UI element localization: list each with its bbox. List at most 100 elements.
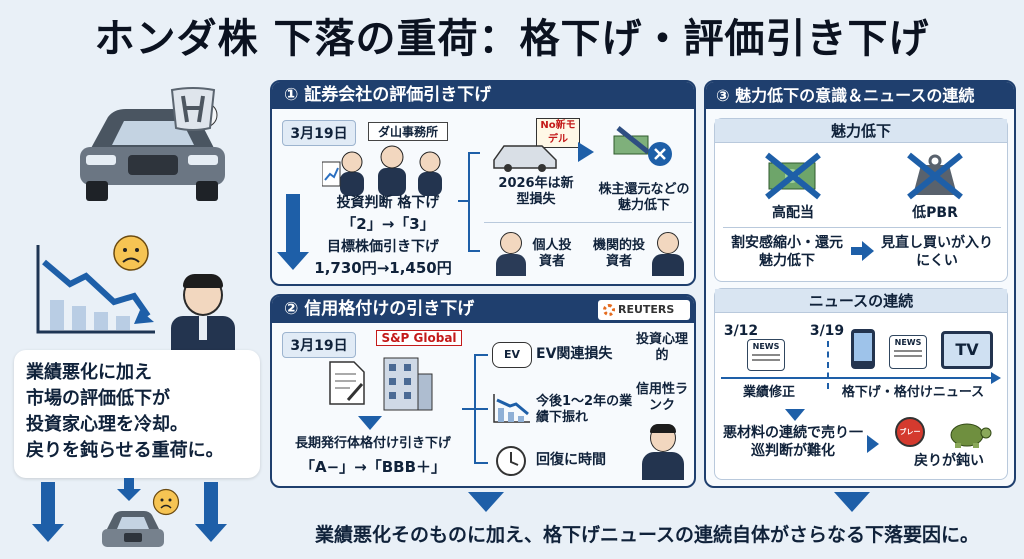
summary-line: 業績悪化に加え [26, 362, 152, 383]
bar-decline-icon [492, 392, 532, 424]
rating-change: 「A−」→「BBB＋」 [299, 458, 447, 476]
high-dividend-label: 高配当 [772, 205, 814, 221]
right-arrow [578, 142, 594, 162]
earnings-text: 今後1～2年の業績下振れ [536, 394, 633, 426]
separator [723, 227, 1001, 228]
subheading: 魅力低下 [715, 119, 1007, 143]
office-sign: ダ山事務所 [368, 122, 448, 141]
bracket-line [474, 408, 488, 410]
footer-text: 業績悪化そのものに加え、格下げニュースの連続自体がさらなる下落要因に。 [314, 524, 980, 546]
down-arrow-head [277, 252, 309, 270]
down-arrow [286, 194, 300, 254]
news-label: NEWS [894, 338, 922, 347]
slow-recovery-text: 戻りが鈍い [914, 453, 984, 469]
bracket-line [474, 462, 488, 464]
worried-face-icon [112, 234, 150, 272]
worried-investor-illustration [165, 272, 245, 352]
individual-investor-icon [494, 232, 528, 276]
subheading: ニュースの連続 [715, 289, 1007, 313]
attractiveness-box: 魅力低下 高配当 低PBR 割安感縮小・還元魅力低下 見直し買いが入りにくい [714, 118, 1008, 282]
ev-badge: EV [503, 348, 521, 361]
bracket-line [468, 152, 470, 252]
panel-attractiveness-news: ③ 魅力低下の意識＆ニュースの連続 魅力低下 高配当 低PBR 割安感縮小・還元… [704, 80, 1016, 488]
down-arrow [204, 482, 218, 526]
car-outline-icon [490, 138, 562, 172]
building-icon [380, 350, 434, 412]
cash-crossed-icon [763, 151, 823, 201]
analysts-illustration [321, 142, 462, 198]
turtle-icon [943, 415, 993, 449]
page-title: ホンダ株 下落の重荷：格下げ・評価引き下げ [94, 16, 930, 62]
credit-text: 信用性ランク [635, 382, 688, 414]
brake-button-icon: ブレーキ [895, 417, 925, 462]
right-arrow-head [862, 241, 874, 261]
psych-text: 投資心理的 [635, 332, 688, 364]
bracket-line [458, 200, 470, 202]
down-arrow-head [468, 492, 504, 512]
bracket-line [462, 408, 476, 410]
down-arrow [41, 482, 55, 526]
right-arrow [851, 247, 863, 255]
smartphone-icon [851, 329, 875, 369]
loss-text: 2026年は新型損失 [498, 176, 574, 208]
timeline-left-label: 業績修正 [742, 385, 795, 400]
summary-line: 市場の評価低下が [26, 388, 170, 409]
down-arrow [124, 478, 134, 490]
reuters-text: REUTERS [618, 303, 675, 316]
document-icon [328, 360, 366, 406]
down-arrow-head [358, 416, 382, 430]
hard-to-buy-text: 見直し買いが入りにくい [881, 235, 993, 269]
date-tag: 3月19日 [282, 120, 356, 146]
worried-face-small-icon [152, 488, 180, 516]
target-label: 目標株価引き下げ [327, 239, 439, 255]
reuters-logo: REUTERS [598, 300, 690, 320]
bracket-line [468, 250, 480, 252]
date-tag: 3月19日 [282, 332, 356, 358]
recovery-text: 回復に時間 [536, 452, 606, 468]
rating-change: 「2」→「3」 [341, 215, 435, 233]
panel-heading: ③ 魅力低下の意識＆ニュースの連続 [706, 82, 1014, 109]
bracket-line [468, 152, 480, 154]
down-arrow-head [785, 409, 805, 421]
timeline-line [721, 377, 993, 379]
institutional-investor-icon [650, 232, 686, 276]
newspaper-icon: NEWS [889, 335, 927, 369]
summary-line: 投資家心理を冷却。 [26, 414, 188, 435]
shareholder-return-icon [608, 122, 676, 170]
panel-credit-downgrade: ② 信用格付けの引き下げ REUTERS 3月19日 S&P Global 長期… [270, 294, 696, 488]
summary-line: 戻りを鈍らせる重荷に。 [26, 440, 224, 461]
timeline-right-label: 格下げ・格付けニュース [841, 385, 985, 400]
tv-icon: TV [941, 331, 993, 369]
bracket-line [474, 354, 488, 356]
news-label: NEWS [752, 342, 780, 351]
institutional-label: 機関的投資者 [592, 238, 645, 270]
ev-car-icon: EV [492, 342, 532, 368]
worried-man-icon [640, 424, 686, 480]
down-arrow-head [32, 524, 64, 542]
small-car-icon [98, 505, 168, 555]
individual-label: 個人投資者 [532, 238, 572, 270]
timeline-arrow-head [991, 372, 1001, 384]
down-arrow-head [834, 492, 870, 512]
low-pbr-label: 低PBR [912, 205, 958, 221]
agency-name: S&P Global [376, 330, 462, 346]
decline-chart-icon [30, 240, 160, 340]
date-label: 3/19 [809, 323, 845, 339]
summary-box: 業績悪化に加え 市場の評価低下が 投資家心理を冷却。 戻りを鈍らせる重荷に。 [14, 350, 260, 478]
no-model-sign: No新モデル [536, 118, 580, 148]
reuters-dot-icon [603, 304, 615, 316]
timeline-divider [827, 341, 829, 389]
newspaper-icon: NEWS [747, 339, 785, 371]
news-box: ニュースの連続 3/12 3/19 NEWS NEWS TV 業績修正 格下げ・… [714, 288, 1008, 480]
tv-label: TV [955, 340, 979, 359]
hard-judgment-text: 悪材料の連続で売り一巡判断が難化 [723, 425, 863, 459]
return-text: 株主還元などの魅力低下 [598, 182, 690, 214]
rating-label: 投資判断 格下げ [336, 195, 440, 211]
separator [484, 222, 692, 223]
clock-icon [494, 444, 528, 478]
panel-heading: ① 証券会社の評価引き下げ [272, 82, 694, 109]
honda-logo [168, 86, 218, 132]
rating-label: 長期発行体格付け引き下げ [294, 436, 451, 451]
down-arrow-head [117, 489, 141, 501]
right-arrow-head [867, 435, 879, 453]
